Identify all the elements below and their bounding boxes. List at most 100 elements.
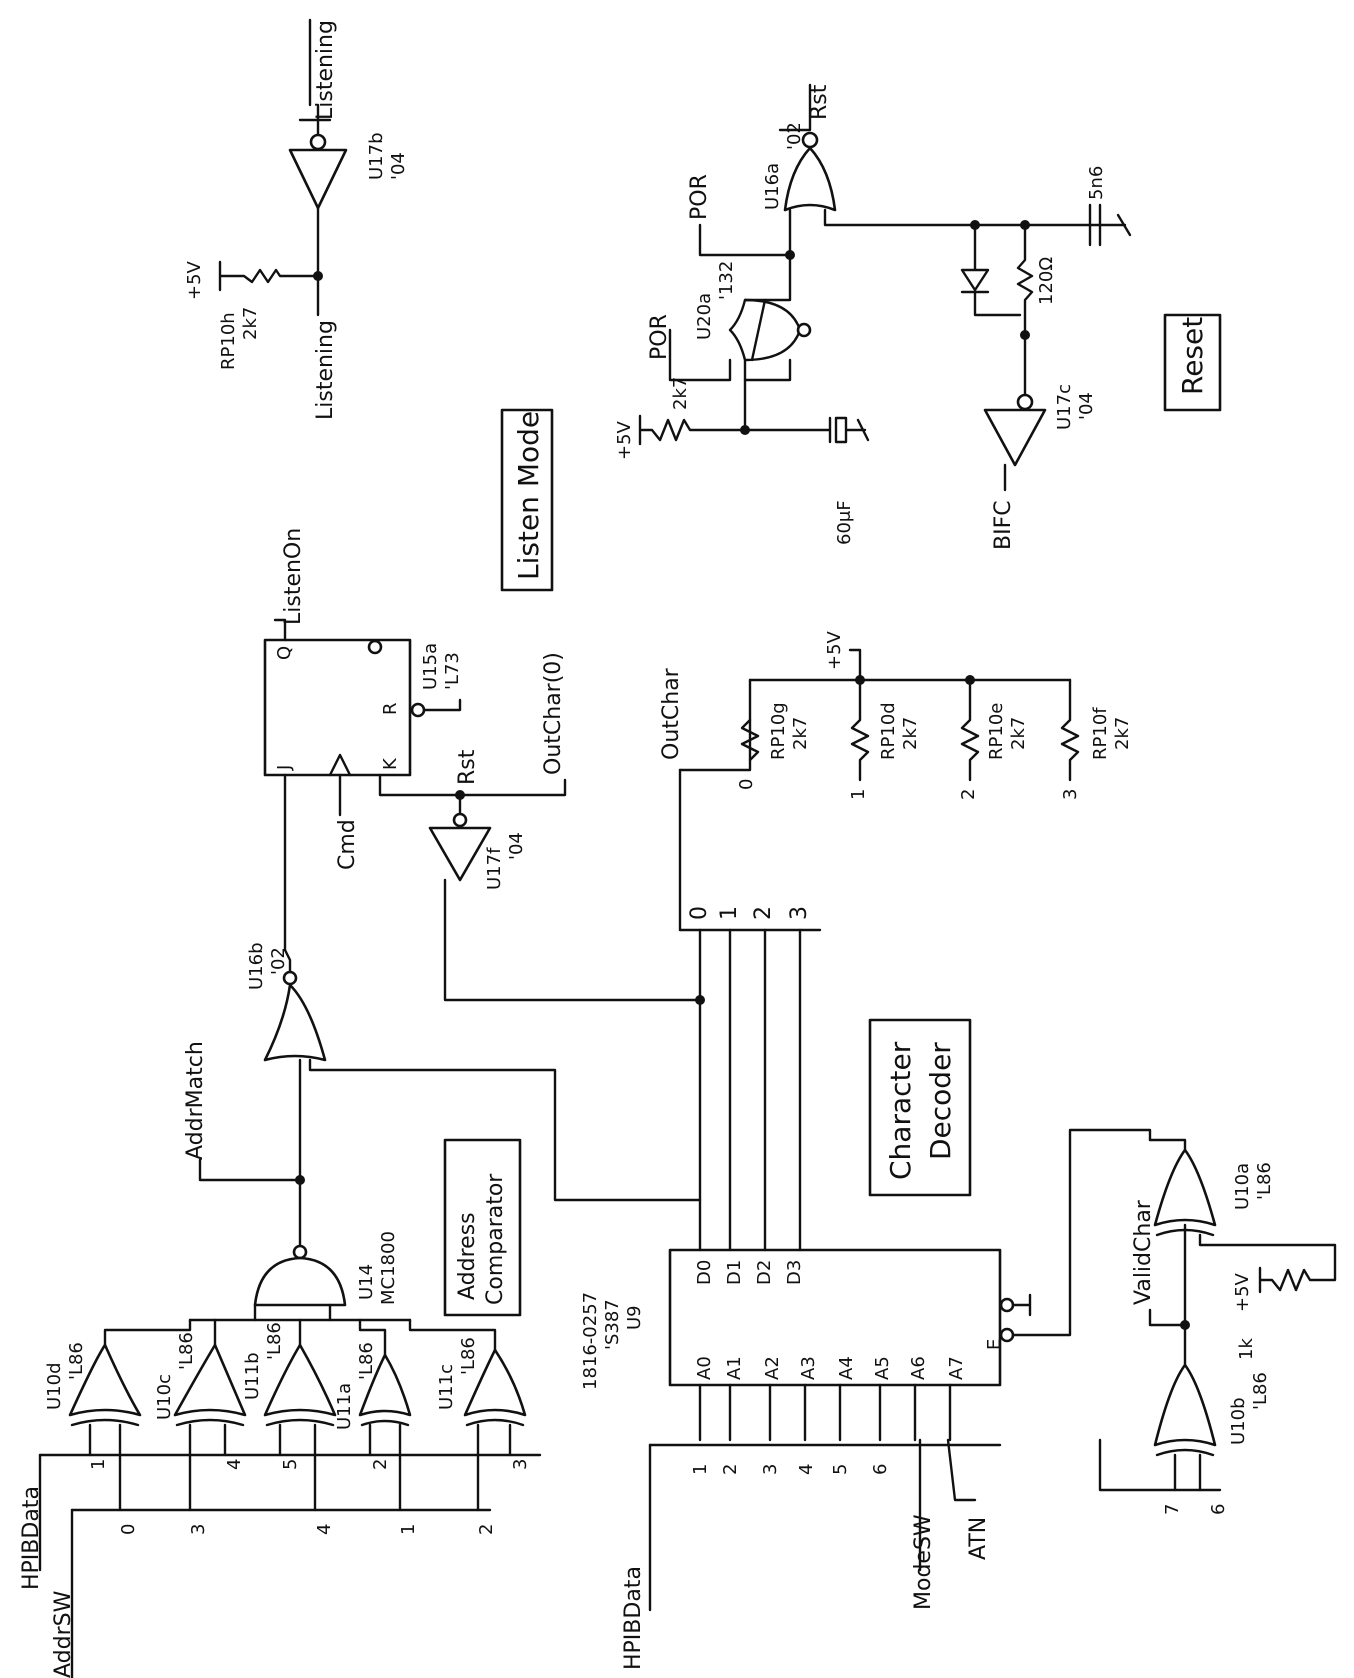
u10a-type: 'L86 bbox=[1254, 1162, 1275, 1200]
rst-out-label: Rst bbox=[807, 84, 832, 120]
addr-sw-label: AddrSW bbox=[51, 1590, 76, 1678]
rp10d-name: RP10d bbox=[878, 702, 899, 760]
listen-mode-label: Listen Mode bbox=[512, 411, 545, 580]
rp10f-name: RP10f bbox=[1090, 707, 1111, 760]
addr-num-3: 3 bbox=[188, 1524, 209, 1535]
u15a-flipflop: ListenOn Q R J K U15a 'L73 OutChar(0) Rs… bbox=[263, 528, 697, 1002]
rp10e-value: 2k7 bbox=[1008, 717, 1029, 750]
u17b-inverter bbox=[288, 148, 348, 210]
u20a-nand bbox=[728, 298, 802, 362]
u17b-type: '04 bbox=[388, 152, 409, 180]
u10d-name: U10d bbox=[44, 1362, 65, 1410]
oc-num-3: 3 bbox=[1060, 789, 1081, 800]
xor-row: U10d 'L86 U10c 'L86 U11b 'L86 U11a 'L86 … bbox=[19, 1318, 542, 1678]
pin-j: J bbox=[274, 765, 295, 771]
u17b-name: U17b bbox=[366, 132, 387, 180]
addr-comp-label-2: Comparator bbox=[483, 1173, 508, 1305]
u17f-name: U17f bbox=[484, 847, 505, 890]
u10b-name: U10b bbox=[1228, 1397, 1249, 1445]
addr-num-1: 1 bbox=[398, 1524, 419, 1535]
addr-num-2: 2 bbox=[476, 1524, 497, 1535]
hp-num-7: 7 bbox=[1162, 1504, 1183, 1515]
rom-type: 'S387 bbox=[602, 1299, 623, 1350]
u10a-xor bbox=[1153, 1148, 1217, 1227]
data-num-3: 3 bbox=[510, 1459, 531, 1470]
hpib-data-1: HPIBData bbox=[19, 1486, 44, 1590]
u17f-inverter bbox=[428, 826, 492, 882]
pin-r: R bbox=[380, 702, 401, 715]
plus5v-label: +5V bbox=[184, 260, 205, 300]
character-decoder-box: Character Decoder bbox=[868, 1018, 972, 1197]
hpib-data-2: HPIBData bbox=[621, 1566, 646, 1670]
u17c-type: '04 bbox=[1076, 392, 1097, 420]
pin-q: Q bbox=[274, 646, 295, 660]
por-label: POR bbox=[687, 174, 712, 220]
u11b-name: U11b bbox=[242, 1352, 263, 1400]
rst-label: Rst bbox=[455, 749, 480, 785]
u16a-nor bbox=[783, 146, 837, 212]
reset-section: Rst U16a '02 POR 5n6 120Ω U17c '04 BIFC … bbox=[614, 83, 1132, 550]
u14-gate: U14 MC1800 bbox=[188, 1231, 412, 1322]
rp10g-value: 2k7 bbox=[790, 717, 811, 750]
data-num-4: 4 bbox=[224, 1459, 245, 1470]
por-bar-label: POR bbox=[647, 314, 672, 360]
validchar-section: U10b 'L86 ValidChar U10a 'L86 +5V 1k bbox=[1131, 1138, 1337, 1492]
pin-a6: A6 bbox=[908, 1356, 929, 1380]
u10b-xor bbox=[1153, 1363, 1217, 1447]
r120-label: 120Ω bbox=[1036, 257, 1057, 305]
u17c-inverter bbox=[983, 408, 1047, 467]
r2k7-label: 2k7 bbox=[670, 377, 691, 410]
rp10g-name: RP10g bbox=[768, 702, 789, 760]
plus5v-label-3: +5V bbox=[824, 630, 845, 670]
u10c-type: 'L86 bbox=[176, 1332, 197, 1370]
oc-num-0: 0 bbox=[736, 779, 757, 790]
pin-d3: D3 bbox=[784, 1260, 805, 1285]
listen-mode-box: Listen Mode bbox=[500, 408, 554, 592]
u11c-name: U11c bbox=[436, 1364, 457, 1410]
char-dec-label-1: Character bbox=[884, 1041, 917, 1180]
address-comparator-box: Address Comparator bbox=[443, 1138, 522, 1317]
pin-a3: A3 bbox=[798, 1356, 819, 1380]
listen-on-label: ListenOn bbox=[281, 528, 306, 625]
addr-comp-label-1: Address bbox=[455, 1212, 480, 1300]
rom-part: 1816-0257 bbox=[580, 1292, 601, 1390]
pin-a4: A4 bbox=[836, 1356, 857, 1380]
addr-num-4: 4 bbox=[314, 1524, 335, 1535]
u14-name: U14 bbox=[356, 1264, 377, 1300]
outchar-label: OutChar bbox=[659, 667, 684, 760]
plus5v-label-2: +5V bbox=[1232, 1272, 1253, 1312]
u11c-type: 'L86 bbox=[458, 1337, 479, 1375]
hp-num-4: 4 bbox=[796, 1464, 817, 1475]
mode-sw-label: ModeSW bbox=[911, 1514, 936, 1610]
data-bus: 0 1 2 3 bbox=[678, 768, 822, 1252]
u20a-type: '132 bbox=[716, 261, 737, 300]
u14-type: MC1800 bbox=[378, 1231, 399, 1305]
plus5v-label-4: +5V bbox=[614, 420, 635, 460]
rp10e-name: RP10e bbox=[986, 703, 1007, 760]
pin-d0: D0 bbox=[694, 1260, 715, 1285]
u17f-type: '04 bbox=[506, 832, 527, 860]
u15a-name: U15a bbox=[420, 643, 441, 690]
rp10h-value: 2k7 bbox=[240, 307, 261, 340]
u11a-type: 'L86 bbox=[356, 1342, 377, 1380]
rp10f-value: 2k7 bbox=[1112, 717, 1133, 750]
data-num-5: 5 bbox=[280, 1459, 301, 1470]
u10d-type: 'L86 bbox=[66, 1342, 87, 1380]
hp-num-6: 6 bbox=[870, 1464, 891, 1475]
r1k-label: 1k bbox=[1236, 1338, 1257, 1360]
cap-5n6-label: 5n6 bbox=[1086, 166, 1107, 200]
hp-num-2: 2 bbox=[720, 1464, 741, 1475]
u10d-xor bbox=[68, 1343, 142, 1417]
addr-num-0: 0 bbox=[118, 1524, 139, 1535]
pin-a1: A1 bbox=[724, 1356, 745, 1380]
u20a-name: U20a bbox=[694, 293, 715, 340]
pin-a7: A7 bbox=[946, 1356, 967, 1380]
bifc-label: BIFC bbox=[991, 500, 1016, 550]
hp-num-6b: 6 bbox=[1208, 1504, 1229, 1515]
u10c-xor bbox=[173, 1343, 247, 1417]
rp10d-value: 2k7 bbox=[900, 717, 921, 750]
char-dec-label-2: Decoder bbox=[924, 1042, 957, 1160]
u16b-gate: U16b '02 AddrMatch bbox=[183, 942, 702, 1247]
data-num-2: 2 bbox=[370, 1459, 391, 1470]
